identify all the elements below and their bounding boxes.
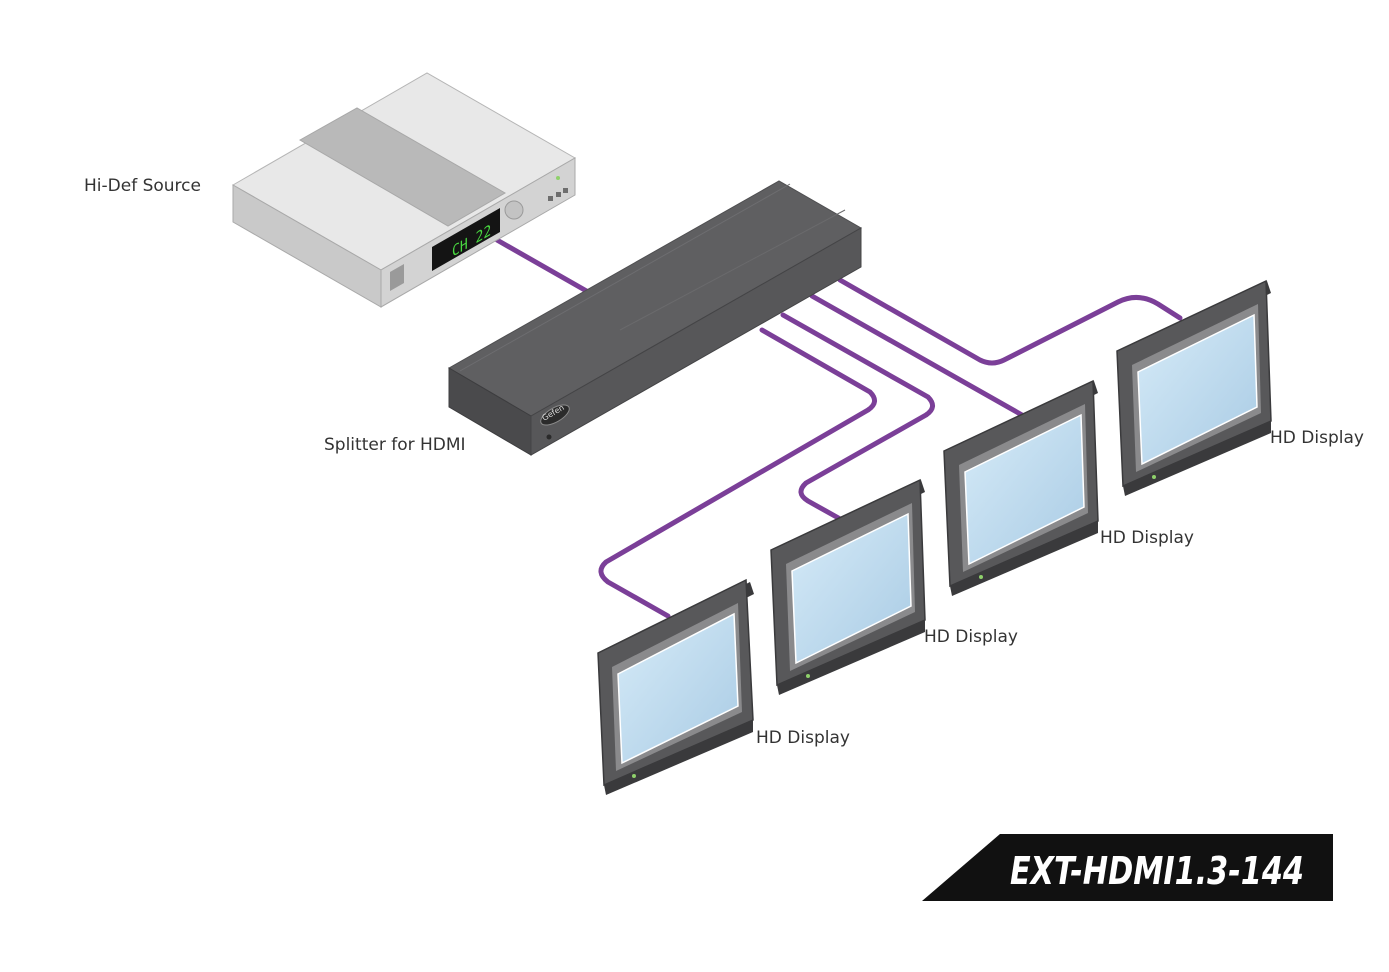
display-label-4: HD Display (1270, 428, 1364, 448)
hd-display-3 (943, 379, 1099, 596)
source-nav-pad-icon (504, 200, 524, 220)
cable-source-to-splitter (494, 237, 593, 296)
display-label-1: HD Display (756, 728, 850, 748)
model-badge: EXT-HDMI1.3-144 (922, 834, 1333, 901)
hd-display-1 (597, 578, 754, 795)
cable-to-display-2 (780, 312, 935, 523)
splitter-power-led (546, 434, 552, 440)
hdmi-splitter-device: Gefen (447, 180, 863, 456)
display-label-3: HD Display (1100, 528, 1194, 548)
splitter-label: Splitter for HDMI (324, 435, 466, 455)
cable-to-display-4 (837, 277, 1183, 366)
source-display-window (432, 208, 500, 271)
hd-display-2 (770, 478, 926, 695)
cable-to-display-1 (598, 327, 877, 619)
source-power-led (556, 176, 560, 180)
hdmi-cables (494, 237, 1183, 619)
cable-to-display-3 (809, 293, 1025, 418)
hd-display-4 (1116, 279, 1272, 496)
source-button (556, 192, 561, 197)
model-badge-text: EXT-HDMI1.3-144 (1010, 849, 1304, 893)
gefen-logo (540, 404, 570, 426)
source-button (548, 196, 553, 201)
hi-def-source-device: CH 22 (231, 72, 577, 308)
source-label: Hi-Def Source (84, 176, 201, 196)
source-button (563, 188, 568, 193)
display-label-2: HD Display (924, 627, 1018, 647)
